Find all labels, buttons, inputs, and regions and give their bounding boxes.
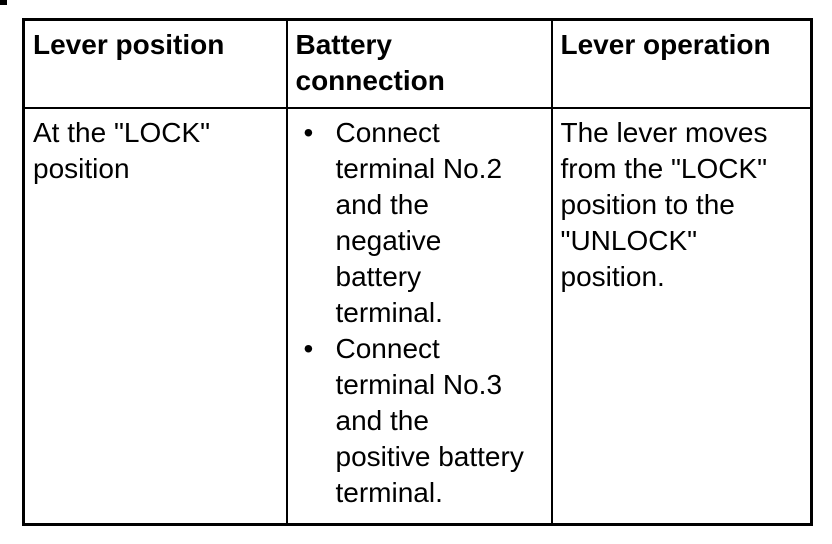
list-item: • Connect terminal No.3 and the positive… — [296, 331, 547, 511]
header-label: Lever operation — [560, 29, 771, 60]
bullet-icon: • — [303, 117, 314, 148]
cell-lever-position: At the "LOCK" position — [22, 107, 288, 526]
header-label: Battery connection — [295, 29, 445, 96]
cell-lever-operation: The lever moves from the "LOCK" position… — [550, 107, 813, 526]
column-header-lever-operation: Lever operation — [550, 18, 813, 109]
table-row: At the "LOCK" position • Connect termina… — [22, 107, 813, 526]
lever-position-text: At the "LOCK" position — [33, 117, 211, 184]
header-row: Lever position Battery connection Lever … — [22, 18, 813, 109]
header-label: Lever position — [33, 29, 225, 60]
battery-connection-step-1: Connect terminal No.2 and the negative b… — [335, 117, 503, 328]
battery-connection-step-2: Connect terminal No.3 and the positive b… — [335, 333, 524, 508]
bullet-icon: • — [303, 333, 314, 364]
scan-corner-artifact — [0, 0, 7, 5]
column-header-battery-connection: Battery connection — [285, 18, 553, 109]
list-item: • Connect terminal No.2 and the negative… — [296, 115, 547, 331]
column-header-lever-position: Lever position — [22, 18, 288, 109]
cell-battery-connection: • Connect terminal No.2 and the negative… — [285, 107, 553, 526]
lever-operation-text: The lever moves from the "LOCK" position… — [560, 117, 768, 292]
lever-spec-table: Lever position Battery connection Lever … — [22, 18, 813, 526]
